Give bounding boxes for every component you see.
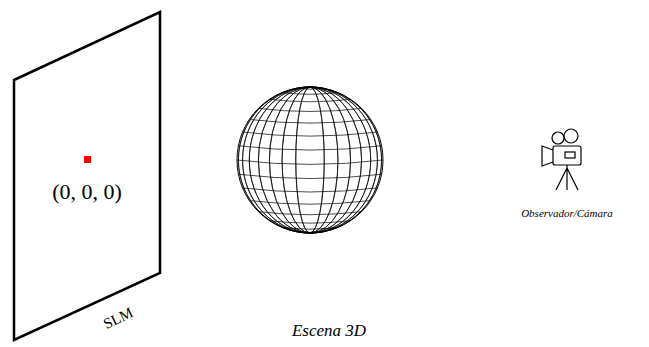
sphere-stroke: [269, 99, 350, 101]
sphere-stroke: [243, 87, 378, 233]
slm-panel: (0, 0, 0) SLM: [12, 10, 162, 342]
sphere-stroke: [269, 87, 350, 233]
coordinate-label: (0, 0, 0): [52, 181, 122, 203]
part-name: SLM: [101, 304, 135, 331]
scene-caption: Escena 3D: [292, 322, 366, 339]
slm-outline: [12, 10, 162, 342]
sphere-stroke: [249, 201, 370, 205]
sphere-stroke: [296, 87, 324, 233]
sphere-stroke: [237, 87, 383, 233]
sphere-stroke: [249, 87, 370, 233]
sphere-stroke: [282, 93, 338, 95]
observer-label: Observador/Cámara: [521, 208, 613, 219]
sphere-stroke: [238, 146, 381, 150]
camera-icon: [542, 129, 581, 190]
sphere-stroke: [238, 87, 381, 233]
sphere-stroke: [258, 87, 361, 233]
sphere-stroke: [296, 87, 324, 233]
sphere-stroke: [258, 108, 361, 111]
sphere-stroke: [282, 227, 338, 229]
sphere-stroke: [238, 87, 381, 233]
sphere-stroke: [296, 88, 324, 90]
sphere-stroke: [243, 87, 378, 233]
slm-border: [14, 12, 160, 340]
sphere-stroke: [282, 87, 338, 233]
sphere-stroke: [249, 119, 370, 123]
sphere-stroke: [249, 87, 370, 233]
sphere-stroke: [282, 87, 338, 233]
sphere-wireframe: [237, 87, 383, 233]
sphere-stroke: [243, 188, 378, 192]
sphere-stroke: [238, 174, 381, 178]
sphere-stroke: [237, 160, 383, 164]
origin-dot: [84, 156, 91, 163]
sphere-stroke: [269, 221, 350, 223]
sphere-stroke: [258, 212, 361, 215]
sphere-stroke: [243, 132, 378, 136]
sphere-stroke: [269, 87, 350, 233]
sphere-stroke: [258, 87, 361, 233]
sphere-stroke: [296, 231, 324, 233]
sphere-stroke: [310, 87, 311, 233]
